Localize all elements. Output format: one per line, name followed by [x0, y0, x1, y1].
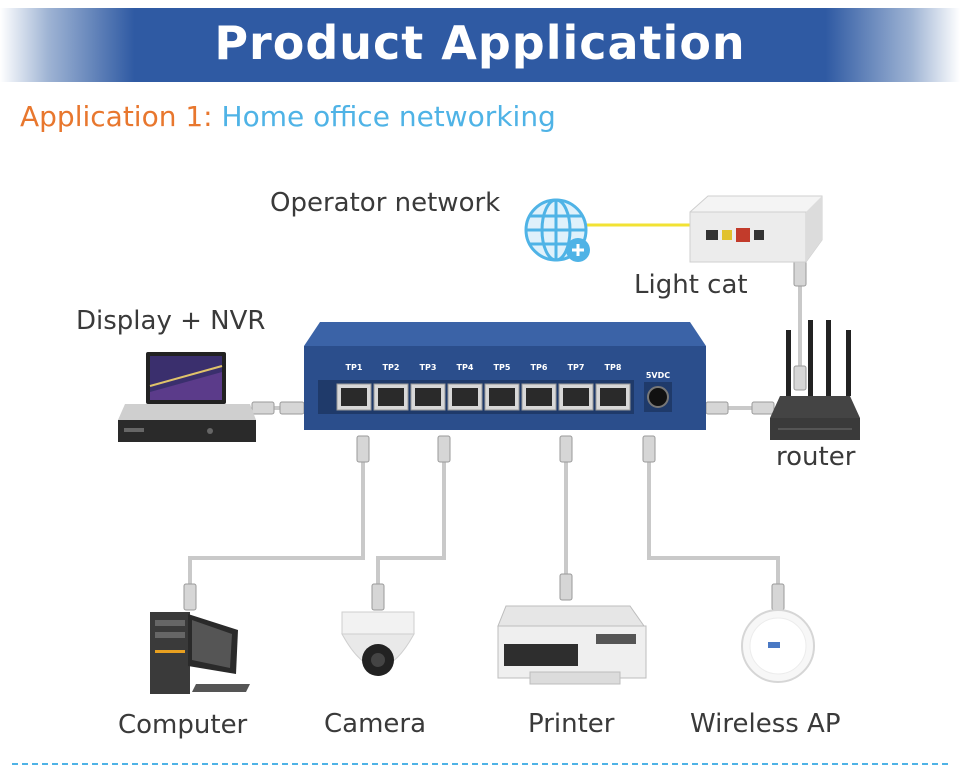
application-name: Home office networking	[221, 100, 556, 133]
rj45-plug	[559, 435, 573, 463]
rj45-plug	[751, 401, 775, 415]
rj45-plug	[771, 583, 785, 611]
port-label: TP6	[531, 363, 548, 372]
port-label: TP3	[420, 363, 437, 372]
computer-label: Computer	[118, 710, 248, 740]
computer-device	[150, 612, 250, 694]
rj45-plug	[356, 435, 370, 463]
router-device	[770, 320, 860, 440]
rj45-plug	[793, 365, 807, 391]
power-label: 5VDC	[646, 371, 670, 380]
rj45-port-socket	[563, 388, 589, 406]
port-label: TP7	[568, 363, 585, 372]
wireless-ap-device	[741, 609, 815, 683]
port-label: TP2	[383, 363, 400, 372]
rj45-port-socket	[489, 388, 515, 406]
camera-device	[341, 611, 415, 676]
rj45-plug	[279, 401, 305, 415]
rj45-plug	[183, 583, 197, 611]
rj45-port-socket	[378, 388, 404, 406]
rj45-port-socket	[341, 388, 367, 406]
section-divider	[12, 763, 948, 765]
rj45-plug	[371, 583, 385, 611]
printer-device	[497, 605, 647, 685]
display-nvr-label: Display + NVR	[76, 306, 266, 336]
printer-label: Printer	[528, 709, 615, 739]
page-title: Product Application	[214, 16, 746, 70]
rj45-connectors	[183, 259, 807, 611]
rj45-port-socket	[526, 388, 552, 406]
port-label: TP1	[346, 363, 363, 372]
rj45-port-socket	[415, 388, 441, 406]
rj45-plug	[437, 435, 451, 463]
title-banner: Product Application	[0, 8, 960, 82]
rj45-plug	[251, 401, 275, 415]
rj45-port-socket	[600, 388, 626, 406]
operator-network-label: Operator network	[270, 188, 501, 218]
router-label: router	[776, 442, 856, 472]
port-label: TP4	[457, 363, 474, 372]
nvr-display-device	[118, 352, 256, 442]
rj45-plug	[705, 401, 729, 415]
light-cat-device	[689, 195, 823, 263]
cable-computer	[188, 440, 365, 590]
cable-camera	[376, 440, 446, 590]
application-subtitle: Application 1: Home office networking	[20, 100, 556, 133]
rj45-plug	[559, 573, 573, 601]
rj45-plug	[642, 435, 656, 463]
globe-icon	[524, 198, 590, 262]
port-label: TP5	[494, 363, 511, 372]
cable-wireless-ap	[647, 440, 780, 590]
application-prefix: Application 1:	[20, 100, 213, 133]
rj45-port-socket	[452, 388, 478, 406]
rj45-plug	[793, 259, 807, 287]
light-cat-label: Light cat	[634, 270, 748, 300]
switch-ports: TP1 TP2 TP3 TP4 TP5 TP6 TP7 TP8 5VDC	[336, 363, 670, 411]
wireless-ap-label: Wireless AP	[690, 709, 841, 739]
port-label: TP8	[605, 363, 622, 372]
camera-label: Camera	[324, 709, 427, 739]
